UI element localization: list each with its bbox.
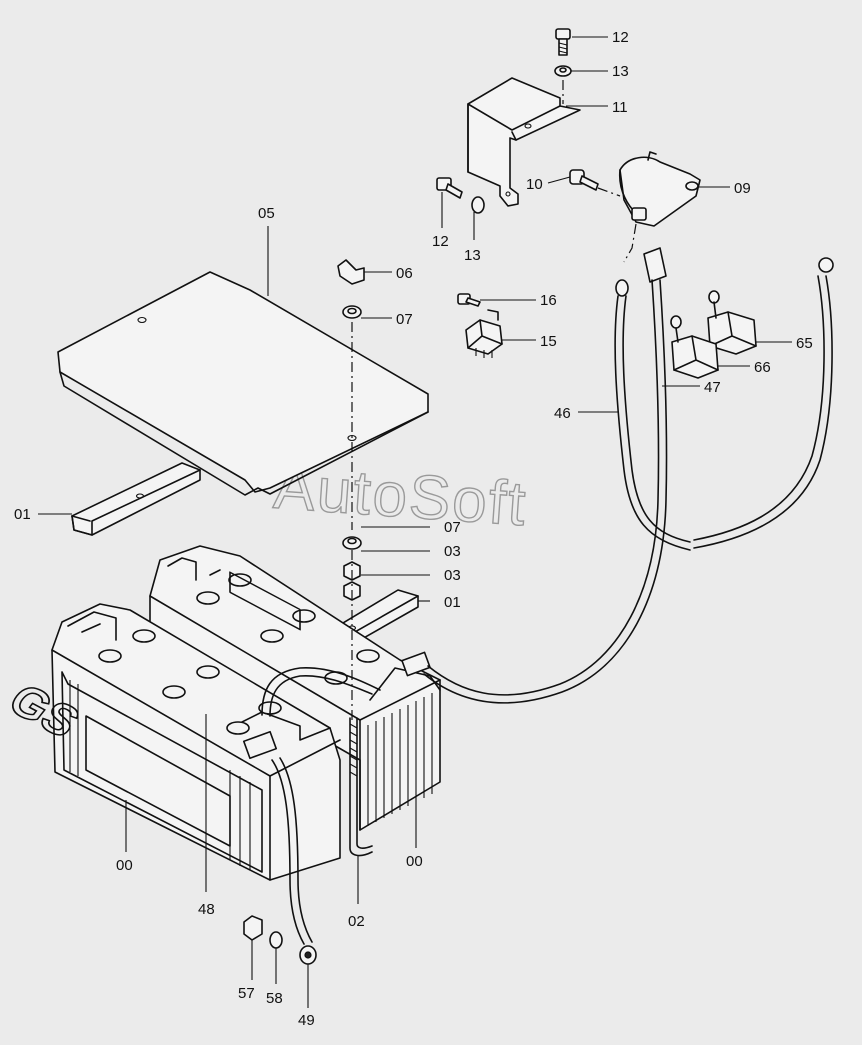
part-label-57: 57: [238, 985, 255, 1002]
washer-07-lower: [342, 536, 362, 550]
hold-down-rod: [349, 717, 373, 857]
part-label-09: 09: [734, 180, 751, 197]
part-label-49: 49: [298, 1012, 315, 1029]
part-label-07-upper: 07: [396, 311, 413, 328]
cable-46: [614, 257, 834, 551]
part-label-10: 10: [526, 176, 543, 193]
washer-13-side: [471, 196, 485, 214]
battery-cover-plate: [57, 271, 429, 496]
battery-rear-terminals: [196, 571, 380, 685]
part-labels: 12 13 11 10 09 12 13 05 06 07 16 15 65 6…: [14, 29, 813, 1029]
part-label-12: 12: [612, 29, 629, 46]
connector-65: [707, 290, 757, 355]
part-label-13: 13: [612, 63, 629, 80]
battery-front: GS: [0, 603, 341, 881]
part-label-00-rear: 00: [406, 853, 423, 870]
part-label-06: 06: [396, 265, 413, 282]
battery-link-cable: [242, 651, 431, 760]
leader-lines: [38, 36, 792, 1008]
cable-47: [423, 247, 668, 704]
hold-down-bar-left: [71, 462, 201, 536]
relay-bolt-axis: [597, 187, 621, 197]
part-label-58: 58: [266, 990, 283, 1007]
part-label-46: 46: [554, 405, 571, 422]
nut-57: [243, 915, 263, 941]
part-label-03-upper: 03: [444, 543, 461, 560]
part-label-01-left: 01: [14, 506, 31, 523]
part-label-47: 47: [704, 379, 721, 396]
part-label-12-side: 12: [432, 233, 449, 250]
ground-cable: [271, 757, 317, 965]
relay-bracket: [467, 77, 581, 207]
part-label-66: 66: [754, 359, 771, 376]
part-label-65: 65: [796, 335, 813, 352]
battery-front-terminals: [98, 629, 282, 735]
part-label-01-right: 01: [444, 594, 461, 611]
wing-nut-06: [337, 259, 365, 285]
part-label-16: 16: [540, 292, 557, 309]
washer-58: [269, 931, 283, 949]
part-label-03-lower: 03: [444, 567, 461, 584]
part-label-02: 02: [348, 913, 365, 930]
washer-07-upper: [342, 305, 362, 319]
part-label-13-side: 13: [464, 247, 481, 264]
bolt-12-top: [555, 28, 571, 56]
part-label-07-lower: 07: [444, 519, 461, 536]
battery-relay: [618, 151, 701, 227]
part-label-11: 11: [612, 99, 628, 116]
screw-16: [457, 293, 481, 307]
part-label-48: 48: [198, 901, 215, 918]
part-label-05: 05: [258, 205, 275, 222]
bolt-10: [569, 169, 599, 191]
part-label-00-front: 00: [116, 857, 133, 874]
washer-13-top: [554, 65, 572, 77]
part-label-15: 15: [540, 333, 557, 350]
battery-rear: [149, 545, 441, 831]
small-relay: [465, 309, 503, 358]
bolt-12-side: [436, 177, 463, 199]
relay-terminal-axis: [623, 223, 637, 263]
connector-66: [670, 315, 719, 379]
